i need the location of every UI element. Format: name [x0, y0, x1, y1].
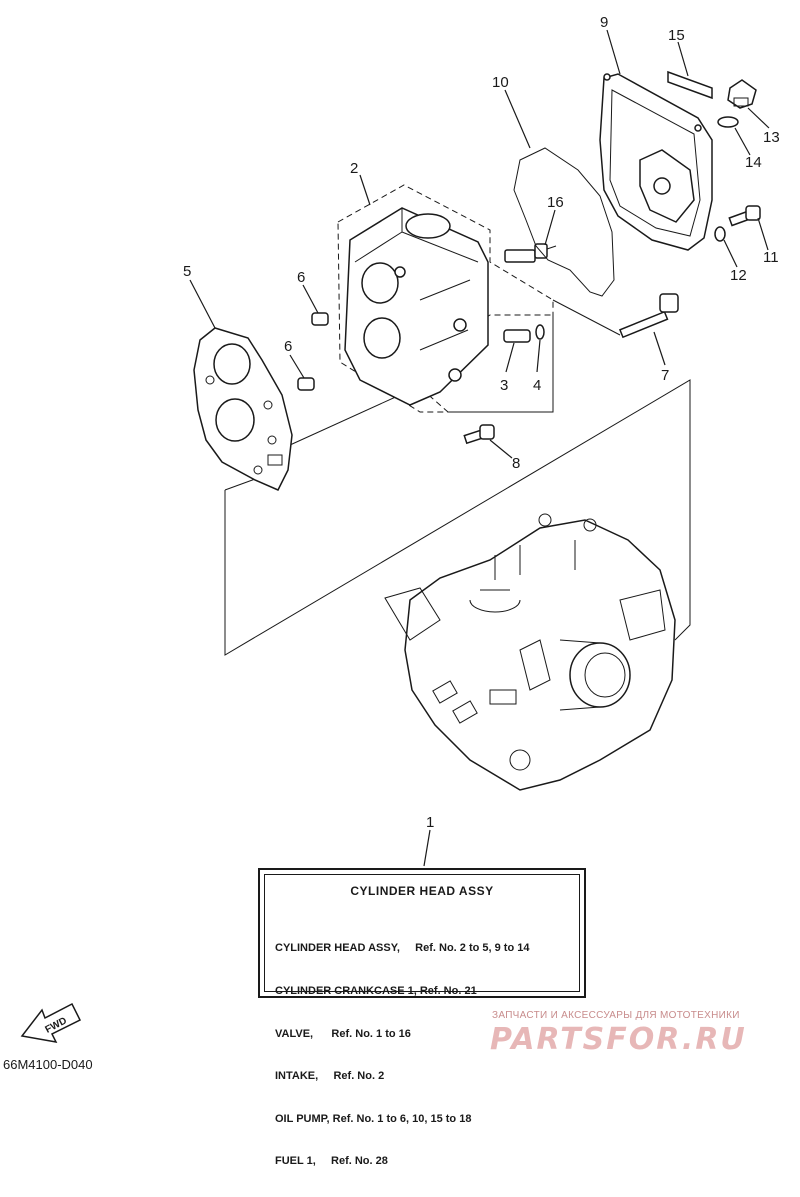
- cover-plate: [667, 70, 713, 100]
- spark-plug: [504, 243, 557, 263]
- dowel-pin-lower: [297, 377, 315, 391]
- boundary-link-left: [224, 477, 259, 491]
- callout-8: 8: [512, 455, 520, 472]
- callout-6-upper: 6: [297, 269, 305, 286]
- cover-bolt: [728, 205, 761, 227]
- valve-seal: [535, 324, 545, 340]
- oil-filler-cap: [727, 79, 757, 109]
- valve-part: [503, 329, 531, 343]
- o-ring: [717, 116, 739, 128]
- callout-3: 3: [500, 377, 508, 394]
- assembly-legend-box: CYLINDER HEAD ASSY CYLINDER HEAD ASSY, R…: [258, 868, 586, 1167]
- cylinder-head-cover: [599, 73, 713, 251]
- callout-10: 10: [492, 74, 509, 91]
- diagram-code: 66M4100-D040: [3, 1057, 93, 1072]
- dowel-pin-upper: [311, 312, 329, 326]
- legend-line: FUEL 1, Ref. No. 28: [275, 1155, 388, 1168]
- callout-1: 1: [426, 814, 434, 831]
- callout-13: 13: [763, 129, 780, 146]
- callout-14: 14: [745, 154, 762, 171]
- callout-11: 11: [763, 249, 779, 266]
- callout-6-lower: 6: [284, 338, 292, 355]
- head-bolt-long: [618, 293, 679, 339]
- assembly-boundary-line: [224, 379, 691, 656]
- callout-4: 4: [533, 377, 541, 394]
- callout-9: 9: [600, 14, 608, 31]
- legend-line: CYLINDER HEAD ASSY, Ref. No. 2 to 5, 9 t…: [275, 942, 530, 955]
- cylinder-crankcase: [384, 513, 676, 791]
- legend-title: CYLINDER HEAD ASSY: [350, 884, 494, 898]
- legend-line: VALVE, Ref. No. 1 to 16: [275, 1027, 411, 1040]
- callout-5: 5: [183, 263, 191, 280]
- leader-lines: [189, 29, 770, 867]
- legend-line: CYLINDER CRANKCASE 1, Ref. No. 21: [275, 985, 477, 998]
- callout-2: 2: [350, 160, 358, 177]
- cover-gasket: [513, 147, 615, 297]
- callout-7: 7: [661, 367, 669, 384]
- legend-line: INTAKE, Ref. No. 2: [275, 1070, 385, 1083]
- bolt-washer: [714, 226, 726, 242]
- callout-16: 16: [547, 194, 564, 211]
- head-gasket: [193, 327, 293, 491]
- exploded-parts-diagram: 1 2 3 4 5 6 6 7 8 9 10 11 12 13 14 15 16…: [20, 14, 780, 1043]
- legend-line: OIL PUMP, Ref. No. 1 to 6, 10, 15 to 18: [275, 1112, 472, 1125]
- callout-15: 15: [668, 27, 685, 44]
- head-bolt-short: [463, 424, 495, 445]
- boundary-link-top: [552, 299, 621, 336]
- valve-dashed-group: [399, 314, 554, 413]
- legend-inner-frame: CYLINDER HEAD ASSY CYLINDER HEAD ASSY, R…: [264, 874, 580, 1167]
- callout-12: 12: [730, 267, 747, 284]
- watermark-tagline: ЗАПЧАСТИ И АКСЕССУАРЫ ДЛЯ МОТОТЕХНИКИ: [492, 1010, 740, 1021]
- boundary-link-gasket: [289, 394, 401, 446]
- fwd-arrow-icon: FWD: [20, 1002, 82, 1043]
- cylinder-head: [344, 207, 489, 406]
- watermark-logo: PARTSFOR.RU: [490, 1022, 747, 1057]
